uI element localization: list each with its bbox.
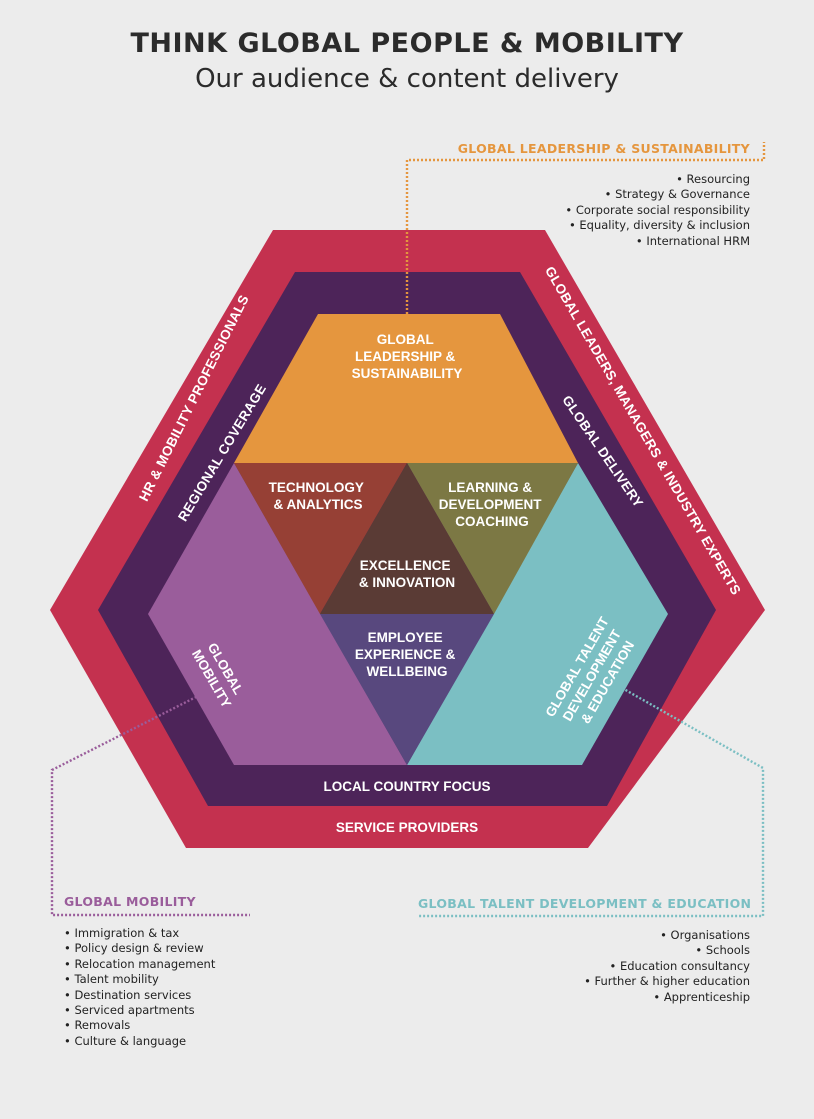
talent-panel-item: Education consultancy [450,959,750,974]
mobility-panel-item: Serviced apartments [64,1003,324,1018]
talent-panel-title: GLOBAL TALENT DEVELOPMENT & EDUCATION [418,896,752,911]
excellence-label: EXCELLENCE & INNOVATION [359,558,455,590]
mobility-panel-item: Relocation management [64,957,324,972]
page-title: THINK GLOBAL PEOPLE & MOBILITY [130,28,684,59]
mobility-panel-item: Policy design & review [64,941,324,956]
mobility-panel-item: Removals [64,1018,324,1033]
outer-ring-bottom-label: SERVICE PROVIDERS [336,820,478,835]
mobility-panel-item: Talent mobility [64,972,324,987]
leadership-panel-item: International HRM [450,234,750,249]
talent-panel-item: Schools [450,943,750,958]
leadership-panel-title: GLOBAL LEADERSHIP & SUSTAINABILITY [457,141,750,156]
talent-panel-item: Organisations [450,928,750,943]
leadership-panel-list: ResourcingStrategy & GovernanceCorporate… [450,172,750,249]
inner-ring-bottom-label: LOCAL COUNTRY FOCUS [323,779,490,794]
mobility-panel-item: Culture & language [64,1034,324,1049]
connector-mobility [50,693,250,917]
segment-learning[interactable] [407,463,578,614]
leadership-panel-item: Equality, diversity & inclusion [450,218,750,233]
technology-label: TECHNOLOGY & ANALYTICS [269,480,368,512]
mobility-panel-list: Immigration & taxPolicy design & reviewR… [64,926,324,1049]
segment-talent[interactable] [407,463,668,765]
segment-excellence[interactable] [320,463,494,614]
segment-mobility[interactable] [148,463,407,765]
learning-label: LEARNING & DEVELOPMENT COACHING [439,480,546,529]
talent-panel-item: Apprenticeship [450,990,750,1005]
employee-label: EMPLOYEE EXPERIENCE & WELLBEING [355,630,459,679]
leadership-panel-item: Resourcing [450,172,750,187]
segment-technology[interactable] [234,463,407,614]
connector-talent [418,686,765,918]
segment-employee[interactable] [320,614,494,765]
connector-leadership [405,142,766,314]
mobility-panel-title: GLOBAL MOBILITY [64,894,196,909]
segment-leadership[interactable] [234,314,578,463]
page-subtitle: Our audience & content delivery [195,64,619,94]
talent-panel-list: OrganisationsSchoolsEducation consultanc… [450,928,750,1005]
talent-panel-item: Further & higher education [450,974,750,989]
leadership-label: GLOBAL LEADERSHIP & SUSTAINABILITY [352,332,463,381]
mobility-panel-item: Destination services [64,988,324,1003]
leadership-panel-item: Strategy & Governance [450,187,750,202]
mobility-panel-item: Immigration & tax [64,926,324,941]
leadership-panel-item: Corporate social responsibility [450,203,750,218]
